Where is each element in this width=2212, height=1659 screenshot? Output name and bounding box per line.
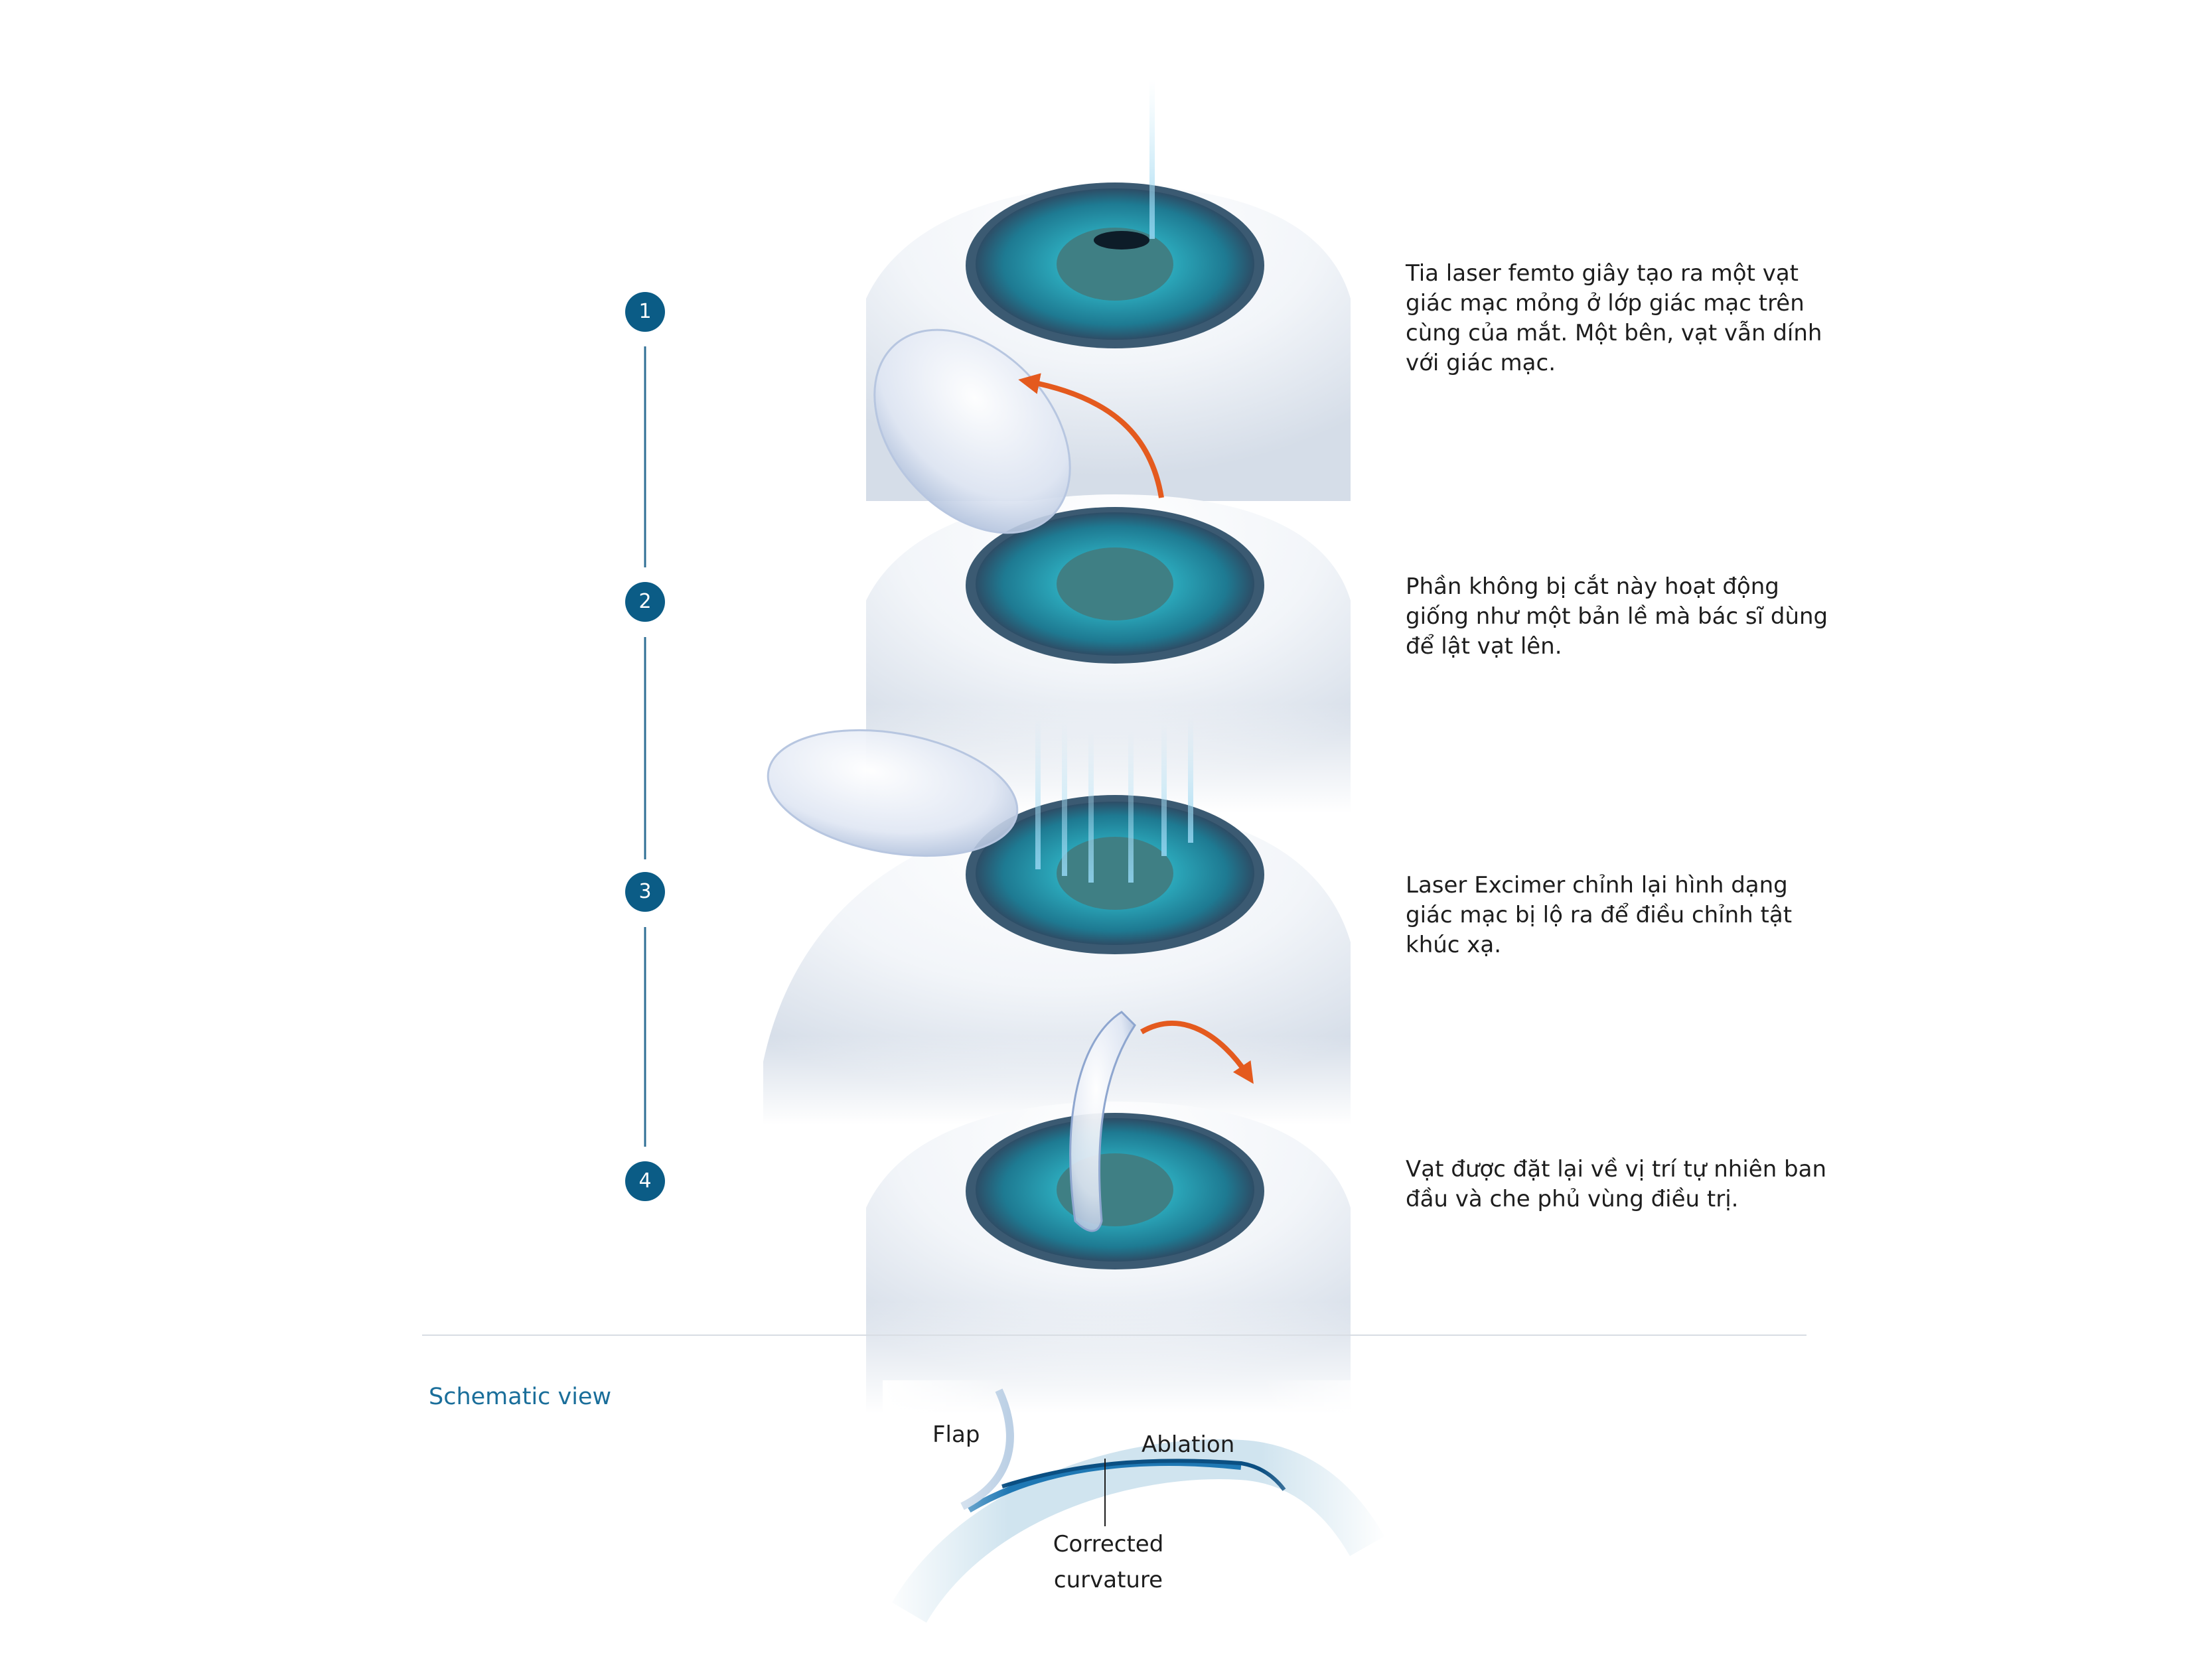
laser-beam xyxy=(1128,730,1134,883)
step-badge-2: 2 xyxy=(625,582,665,622)
corrected-curvature-label: Corrected curvature xyxy=(1053,1531,1164,1593)
laser-beam xyxy=(1062,723,1067,876)
step-badge-3: 3 xyxy=(625,872,665,912)
laser-beam xyxy=(1188,717,1193,843)
flap-label: Flap xyxy=(932,1421,980,1448)
step-badge-4: 4 xyxy=(625,1161,665,1201)
orange-arrow xyxy=(1018,373,1164,498)
schematic-title: Schematic view xyxy=(429,1384,612,1410)
step-1-text: Tia laser femto giây tạo ra một vạt giác… xyxy=(1406,260,1822,376)
ablation-label: Ablation xyxy=(1142,1431,1235,1458)
step-3-text: Laser Excimer chỉnh lại hình dạng giác m… xyxy=(1406,872,1793,958)
laser-beam xyxy=(1149,80,1155,239)
laser-beam xyxy=(1088,730,1094,883)
step-2-text: Phần không bị cắt này hoạt động giống nh… xyxy=(1406,573,1828,660)
laser-beam xyxy=(1161,723,1167,856)
step-badge-1: 1 xyxy=(625,292,665,332)
schematic-drawing xyxy=(883,1380,1387,1632)
flap xyxy=(1069,1011,1136,1232)
step-4-text: Vạt được đặt lại về vị trí tự nhiên ban … xyxy=(1406,1156,1827,1212)
flap xyxy=(767,729,1019,857)
laser-beam xyxy=(1035,717,1041,869)
orange-arrow xyxy=(1140,1020,1254,1084)
